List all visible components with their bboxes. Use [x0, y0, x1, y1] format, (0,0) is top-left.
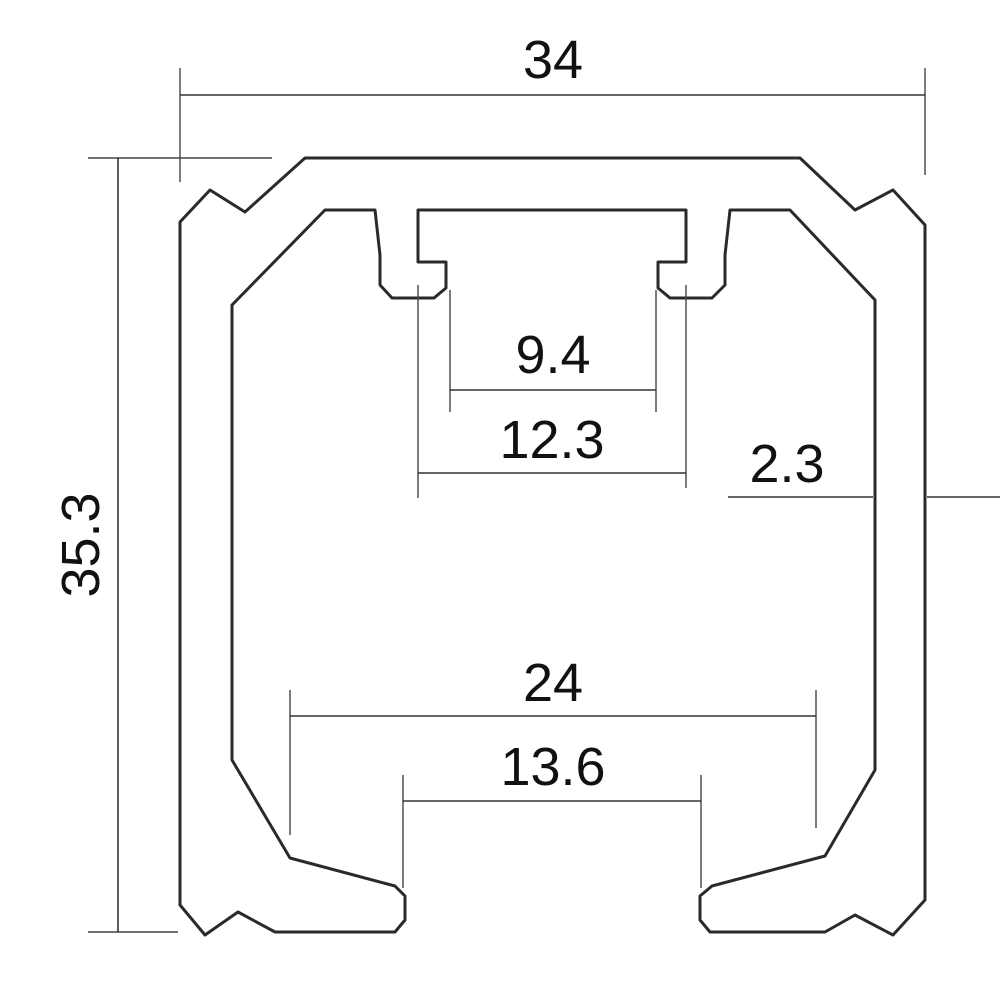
profile-outer-outline — [178, 156, 927, 937]
dimension-label-overall-width: 34 — [523, 30, 583, 90]
dimension-label-upper-channel: 12.3 — [499, 410, 604, 470]
dimension-label-wall-thickness: 2.3 — [749, 434, 824, 494]
dimension-label-inner-slot: 9.4 — [515, 325, 590, 385]
dimension-label-bottom-inner: 24 — [523, 653, 583, 713]
dimension-label-overall-height: 35.3 — [51, 492, 111, 597]
dimension-label-bottom-opening: 13.6 — [500, 737, 605, 797]
